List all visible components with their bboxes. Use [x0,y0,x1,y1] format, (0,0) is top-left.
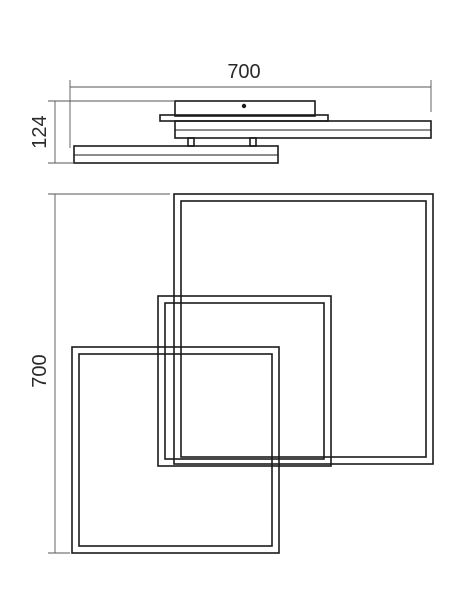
width-dimension-label: 700 [227,61,260,83]
top-height-dimension-label: 700 [29,354,51,387]
side-height-dimension-label: 124 [29,115,51,148]
large-square-outer [173,193,434,465]
large-square-inner [180,200,427,458]
small-square-outer [71,346,280,554]
ceiling-canopy [174,100,316,117]
connector-post-right [249,137,257,147]
top-view [71,193,434,554]
small-square-inner [78,353,273,547]
mounting-screw [241,103,247,109]
side-height-dimension [48,100,175,164]
middle-square-inner [164,302,325,460]
middle-square-outer [157,295,332,467]
top-height-dimension [48,193,170,554]
side-view [73,100,432,164]
width-dimension [69,80,432,148]
connector-post-left [187,137,195,147]
